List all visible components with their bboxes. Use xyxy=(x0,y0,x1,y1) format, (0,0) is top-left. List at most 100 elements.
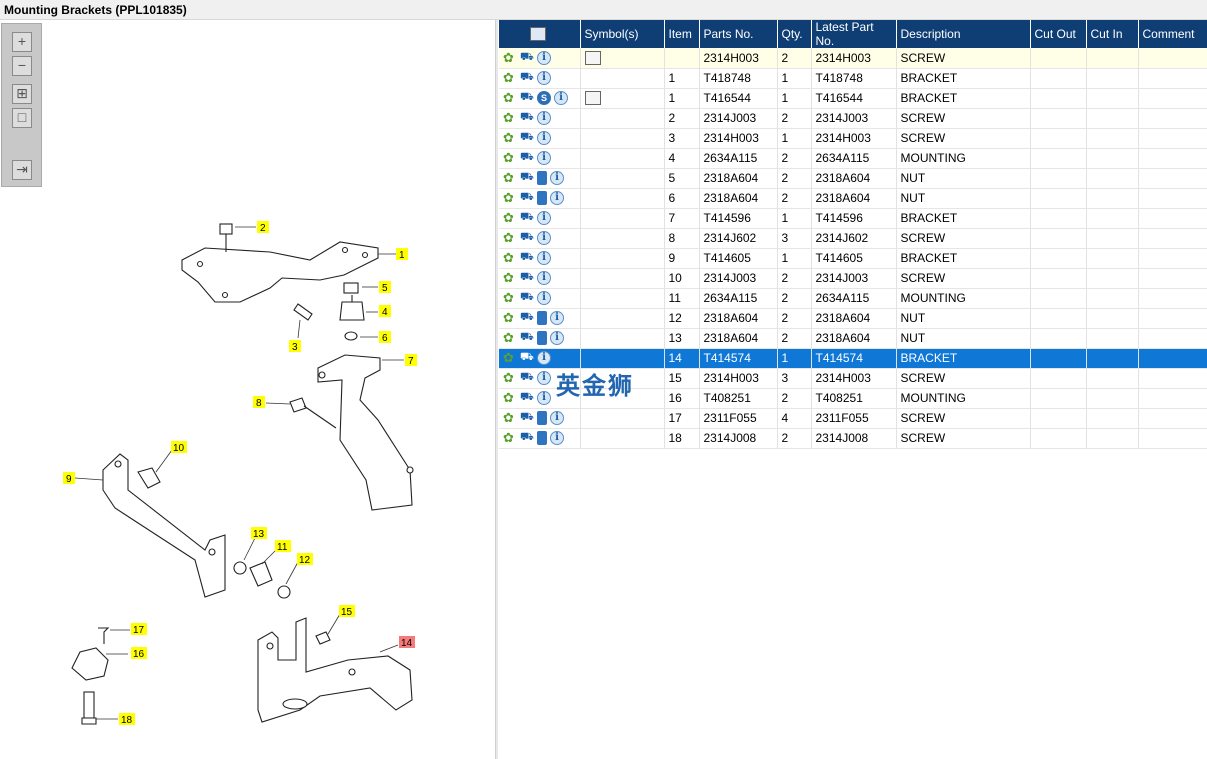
document-book-icon[interactable] xyxy=(537,171,547,186)
column-header-symbol-s[interactable]: Symbol(s) xyxy=(580,20,665,48)
info-icon[interactable]: i xyxy=(537,71,551,86)
diagram-pane[interactable]: 2 1 5 4 3 6 7 8 10 9 13 11 12 15 17 14 1… xyxy=(0,20,495,759)
pane-splitter[interactable] xyxy=(495,20,498,759)
column-header-item[interactable]: Item xyxy=(664,20,700,48)
info-icon[interactable]: i xyxy=(550,431,564,446)
settings-gear-icon[interactable]: ✿ xyxy=(503,250,514,266)
column-header-qty[interactable]: Qty. xyxy=(777,20,812,48)
info-icon[interactable]: i xyxy=(550,171,564,186)
zoom-in-button[interactable]: + xyxy=(12,32,32,52)
settings-gear-icon[interactable]: ✿ xyxy=(503,230,514,246)
settings-gear-icon[interactable]: ✿ xyxy=(503,310,514,326)
column-header-cut-in[interactable]: Cut In xyxy=(1086,20,1139,48)
settings-gear-icon[interactable]: ✿ xyxy=(503,270,514,286)
info-icon[interactable]: i xyxy=(550,311,564,326)
shopping-cart-icon[interactable]: ⛟ xyxy=(520,431,534,444)
column-header-latest-part-no[interactable]: Latest Part No. xyxy=(811,20,897,48)
fit-to-window-button[interactable]: ⊞ xyxy=(12,84,32,104)
shopping-cart-icon[interactable]: ⛟ xyxy=(520,291,534,304)
actual-size-button[interactable]: □ xyxy=(12,108,32,128)
info-icon[interactable]: i xyxy=(537,151,551,166)
settings-gear-icon[interactable]: ✿ xyxy=(503,410,514,426)
info-icon[interactable]: i xyxy=(537,371,551,386)
info-icon[interactable]: i xyxy=(550,411,564,426)
column-header-description[interactable]: Description xyxy=(896,20,1031,48)
shopping-cart-icon[interactable]: ⛟ xyxy=(520,351,534,364)
settings-gear-icon[interactable]: ✿ xyxy=(503,430,514,446)
search-icon[interactable] xyxy=(529,27,546,42)
shopping-cart-icon[interactable]: ⛟ xyxy=(520,391,534,404)
settings-gear-icon[interactable]: ✿ xyxy=(503,110,514,126)
info-icon[interactable]: i xyxy=(537,251,551,266)
shopping-cart-icon[interactable]: ⛟ xyxy=(520,111,534,124)
shopping-cart-icon[interactable]: ⛟ xyxy=(520,251,534,264)
shopping-cart-icon[interactable]: ⛟ xyxy=(520,371,534,384)
settings-gear-icon[interactable]: ✿ xyxy=(503,390,514,406)
info-icon[interactable]: i xyxy=(550,331,564,346)
info-icon[interactable]: i xyxy=(537,291,551,306)
magnify-document-icon[interactable] xyxy=(584,51,601,66)
settings-gear-icon[interactable]: ✿ xyxy=(503,190,514,206)
document-book-icon[interactable] xyxy=(537,431,547,446)
shopping-cart-icon[interactable]: ⛟ xyxy=(520,271,534,284)
info-icon[interactable]: i xyxy=(537,51,551,66)
settings-gear-icon[interactable]: ✿ xyxy=(503,170,514,186)
info-icon[interactable]: i xyxy=(550,191,564,206)
info-icon[interactable]: i xyxy=(537,211,551,226)
magnify-document-icon[interactable] xyxy=(584,91,601,106)
settings-gear-icon[interactable]: ✿ xyxy=(503,210,514,226)
settings-gear-icon[interactable]: ✿ xyxy=(503,150,514,166)
shopping-cart-icon[interactable]: ⛟ xyxy=(520,51,534,64)
document-book-icon[interactable] xyxy=(537,191,547,206)
info-icon[interactable]: i xyxy=(537,131,551,146)
shopping-cart-icon[interactable]: ⛟ xyxy=(520,71,534,84)
zoom-out-button[interactable]: − xyxy=(12,56,32,76)
settings-gear-icon[interactable]: ✿ xyxy=(503,370,514,386)
shopping-cart-icon[interactable]: ⛟ xyxy=(520,171,534,184)
shopping-cart-icon[interactable]: ⛟ xyxy=(520,211,534,224)
settings-gear-icon[interactable]: ✿ xyxy=(503,90,514,106)
shopping-cart-icon[interactable]: ⛟ xyxy=(520,231,534,244)
info-icon[interactable]: i xyxy=(554,91,568,106)
info-icon[interactable]: i xyxy=(537,351,551,366)
settings-gear-icon[interactable]: ✿ xyxy=(503,350,514,366)
column-header-search[interactable] xyxy=(499,20,581,48)
shopping-cart-icon[interactable]: ⛟ xyxy=(520,91,534,104)
settings-gear-icon[interactable]: ✿ xyxy=(503,290,514,306)
supersession-s-icon[interactable]: S xyxy=(537,91,551,106)
shopping-cart-icon[interactable]: ⛟ xyxy=(520,191,534,204)
info-icon[interactable]: i xyxy=(537,231,551,246)
settings-gear-icon[interactable]: ✿ xyxy=(503,50,514,66)
info-icon[interactable]: i xyxy=(537,391,551,406)
shopping-cart-icon[interactable]: ⛟ xyxy=(520,311,534,324)
shopping-cart-icon[interactable]: ⛟ xyxy=(520,131,534,144)
shopping-cart-icon[interactable]: ⛟ xyxy=(520,331,534,344)
toggle-panel-button[interactable]: ⇥ xyxy=(12,160,32,180)
document-book-icon[interactable] xyxy=(537,331,547,346)
document-book-icon[interactable] xyxy=(537,411,547,426)
info-icon[interactable]: i xyxy=(537,271,551,286)
settings-gear-icon[interactable]: ✿ xyxy=(503,70,514,86)
shopping-cart-icon[interactable]: ⛟ xyxy=(520,151,534,164)
settings-gear-icon[interactable]: ✿ xyxy=(503,130,514,146)
shopping-cart-icon[interactable]: ⛟ xyxy=(520,411,534,424)
column-header-comment[interactable]: Comment xyxy=(1138,20,1207,48)
